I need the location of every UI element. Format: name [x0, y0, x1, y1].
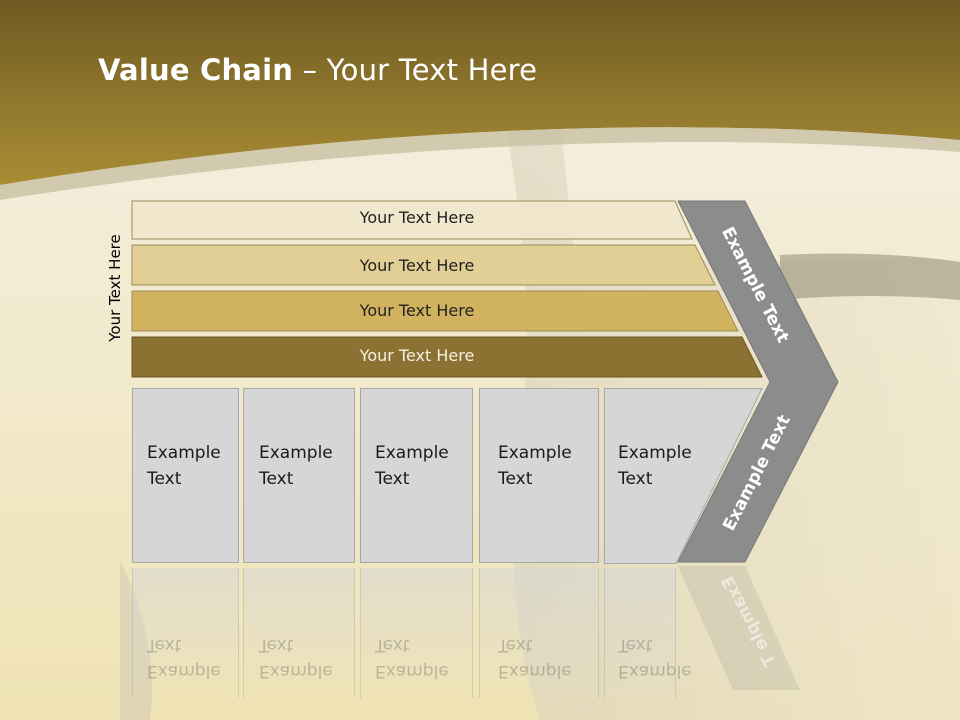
band-4-label: Your Text Here [359, 346, 475, 365]
title-bold: Value Chain [98, 53, 294, 87]
column-5[interactable] [604, 388, 764, 564]
column-1-line1: Example [147, 443, 221, 463]
column-2-line1: Example [259, 443, 333, 463]
column-3-line2: Text [375, 469, 410, 489]
slide-title: Value Chain – Your Text Here [98, 53, 537, 87]
column-4-line1: Example [498, 443, 572, 463]
column-1-line2: Text [147, 469, 182, 489]
column-3-text: Example Text [375, 440, 449, 492]
column-2-line2: Text [259, 469, 294, 489]
column-5-line2: Text [618, 469, 653, 489]
title-rest: – Your Text Here [293, 53, 538, 87]
column-5-text: Example Text [618, 440, 692, 492]
column-4-line2: Text [498, 469, 533, 489]
band-1-label: Your Text Here [359, 208, 475, 227]
column-3[interactable] [360, 388, 473, 563]
column-1[interactable] [132, 388, 239, 563]
column-1-text: Example Text [147, 440, 221, 492]
band-3-label: Your Text Here [359, 301, 475, 320]
column-5-line1: Example [618, 443, 692, 463]
column-2[interactable] [243, 388, 355, 563]
side-label: Your Text Here [106, 234, 124, 342]
column-4-text: Example Text [498, 440, 572, 492]
column-4[interactable] [479, 388, 599, 563]
column-2-text: Example Text [259, 440, 333, 492]
column-3-line1: Example [375, 443, 449, 463]
header-band [0, 0, 960, 185]
band-2-label: Your Text Here [359, 256, 475, 275]
